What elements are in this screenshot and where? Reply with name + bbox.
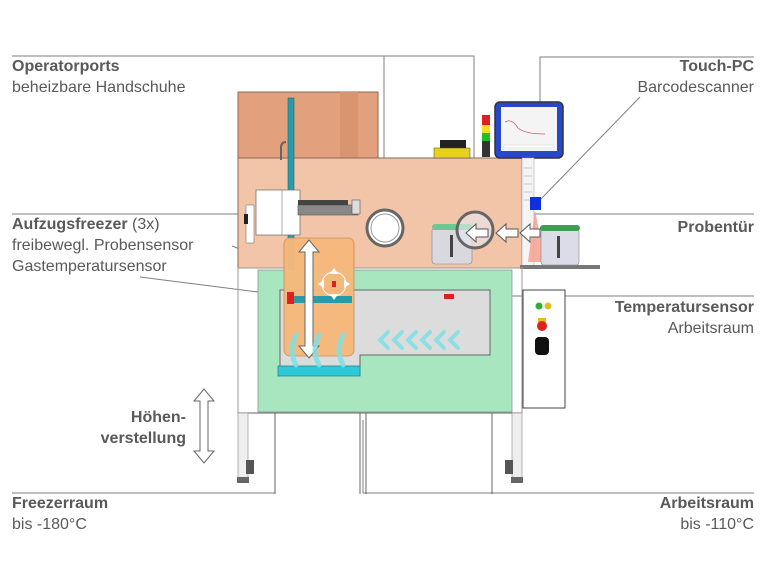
operatorports-title: Operatorports xyxy=(12,58,120,75)
height-adjust-arrow xyxy=(192,388,216,464)
barcode-scanner xyxy=(530,197,541,210)
touch-pc-title: Touch-PC xyxy=(679,58,754,75)
hoehenverstellung-line1: Höhen- xyxy=(130,409,186,426)
label-touch-pc: Touch-PC Barcodescanner xyxy=(637,56,754,98)
glove-port-left xyxy=(365,208,405,248)
leg-left xyxy=(237,412,254,483)
cold-flow-arrows-workspace xyxy=(377,330,460,350)
arbeitsraum-title: Arbeitsraum xyxy=(659,495,754,512)
label-probentuer: Probentür xyxy=(677,219,754,236)
aufzugsfreezer-title: Aufzugsfreezer xyxy=(12,216,128,233)
temperatursensor-subtitle: Arbeitsraum xyxy=(667,320,754,337)
label-temperatursensor: Temperatursensor Arbeitsraum xyxy=(615,297,754,339)
main-switch xyxy=(535,337,549,355)
mobile-sample-sensor xyxy=(318,268,350,300)
operatorports-subtitle: beheizbare Handschuhe xyxy=(12,79,186,96)
touch-pc-monitor xyxy=(494,101,564,159)
sample-shelf xyxy=(520,265,600,269)
touch-pc-subtitle: Barcodescanner xyxy=(637,79,754,96)
label-operatorports: Operatorports beheizbare Handschuhe xyxy=(12,56,185,98)
lamp-yellow xyxy=(544,302,552,310)
label-arbeitsraum: Arbeitsraum bis -110°C xyxy=(660,493,754,535)
arbeitsraum-subtitle: bis -110°C xyxy=(680,516,754,533)
workspace-temperature-sensor xyxy=(444,294,454,299)
label-freezerraum: Freezerraum bis -180°C xyxy=(12,493,108,535)
lamp-green xyxy=(535,302,543,310)
cold-flow-arrows-freezer xyxy=(289,332,346,368)
leg-right xyxy=(505,412,523,483)
robot-gantry xyxy=(244,97,361,371)
transfer-arrows xyxy=(465,222,541,244)
elevator-arrow xyxy=(297,239,321,359)
freezerraum-title: Freezerraum xyxy=(12,495,109,512)
sample-container-outside xyxy=(540,225,580,266)
freezerraum-subtitle: bis -180°C xyxy=(12,516,87,533)
leader-touch-pc xyxy=(539,56,754,102)
control-cabinet xyxy=(522,289,566,409)
aufzugsfreezer-count: (3x) xyxy=(132,216,160,233)
temperatursensor-title: Temperatursensor xyxy=(614,299,754,316)
label-aufzugsfreezer: Aufzugsfreezer (3x) freibewegl. Probense… xyxy=(12,214,193,277)
probensensor-label: freibewegl. Probensensor xyxy=(12,237,194,254)
label-hoehenverstellung: Höhen- verstellung xyxy=(101,407,186,449)
freezer-tray xyxy=(292,296,352,303)
gastemperatursensor-label: Gastemperatursensor xyxy=(12,258,167,275)
leader-arbeitsraum xyxy=(362,420,754,494)
signal-beacon xyxy=(482,115,490,157)
emergency-stop xyxy=(537,321,547,331)
alarm-horn xyxy=(433,140,471,159)
leader-barcodescanner xyxy=(539,96,641,201)
gas-temperature-sensor xyxy=(287,292,294,304)
hoehenverstellung-line2: verstellung xyxy=(100,430,186,447)
base-frame xyxy=(238,412,522,494)
